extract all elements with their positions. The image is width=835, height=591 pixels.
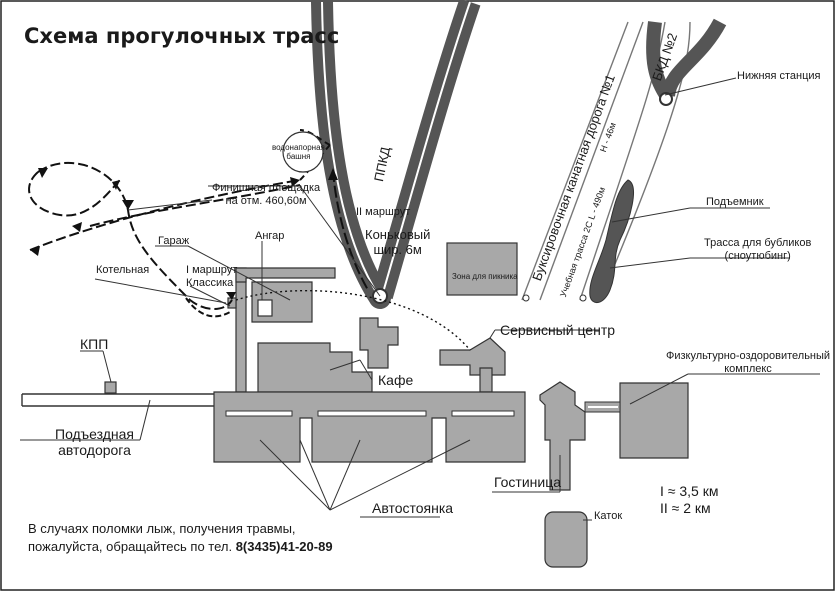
parking-strips: [225, 410, 515, 417]
label-fitness-complex: Физкультурно-оздоровительный комплекс: [666, 350, 831, 375]
route-arrows: [30, 168, 338, 300]
label-kpp: КПП: [80, 336, 109, 352]
picnic-zone: [446, 242, 518, 296]
main-complex: [104, 242, 689, 568]
label-hotel: Гостиница: [494, 474, 562, 490]
route-1-path: [37, 162, 233, 310]
phone-number[interactable]: 8(3435)41-20-89: [235, 539, 333, 555]
water-tower: [282, 131, 324, 173]
ski-routes: [28, 129, 369, 318]
safety-notice-text: В случаях поломки лыж, получения травмы,…: [28, 521, 296, 555]
fitness-building: [619, 382, 689, 459]
label-lift: Подъемник: [706, 196, 764, 208]
cafe-building: [359, 317, 399, 369]
legend-route-1: I ≈ 3,5 км: [660, 483, 719, 499]
label-water-tower: водонапорная башня: [272, 143, 325, 162]
safety-notice: В случаях поломки лыж, получения травмы,…: [28, 520, 333, 556]
legend-route-2: II ≈ 2 км: [660, 500, 711, 516]
leader-lines: [20, 77, 820, 521]
label-route-2: II маршрут: [356, 206, 411, 218]
bkd2-lift: [646, 18, 727, 106]
label-service-center: Сервисный центр: [500, 322, 616, 338]
central-building: [257, 342, 373, 393]
rink: [544, 511, 588, 568]
label-tubing: Трасса для бубликов (сноутюбинг): [704, 237, 812, 262]
label-boiler-house: Котельная: [96, 264, 150, 276]
label-hangar: Ангар: [255, 230, 285, 242]
kpp-booth: [104, 381, 117, 394]
fitness-connector: [584, 401, 621, 413]
dotted-connector: [235, 289, 471, 351]
internal-road-west: [235, 267, 247, 393]
access-road: [21, 393, 250, 407]
map-title: Схема прогулочных трасс: [24, 24, 340, 48]
internal-road-east: [479, 367, 493, 393]
label-route-1: I маршрут Классика: [186, 264, 238, 289]
label-garage: Гараж: [158, 235, 190, 247]
label-skating-trail: Коньковый шир. 6м: [365, 227, 431, 257]
label-rink: Каток: [594, 510, 623, 522]
parking-area: [213, 391, 526, 463]
garage-block: [235, 267, 336, 283]
service-center-building: [439, 337, 506, 376]
label-access-road: Подъездная автодорога: [55, 426, 135, 459]
label-lower-station: Нижняя станция: [737, 70, 821, 82]
cable-road: [521, 21, 691, 302]
label-parking: Автостоянка: [372, 500, 454, 516]
label-finish-area: Финишная площадка на отм. 460,60м: [212, 182, 321, 207]
garage-inner: [257, 299, 273, 317]
ppkd-lift: [311, 0, 481, 309]
label-cafe: Кафе: [378, 372, 414, 388]
label-picnic-zone: Зона для пикника: [452, 272, 518, 281]
hotel-building: [539, 381, 586, 491]
tubing-run: [589, 179, 634, 303]
skating-path: [332, 169, 369, 291]
